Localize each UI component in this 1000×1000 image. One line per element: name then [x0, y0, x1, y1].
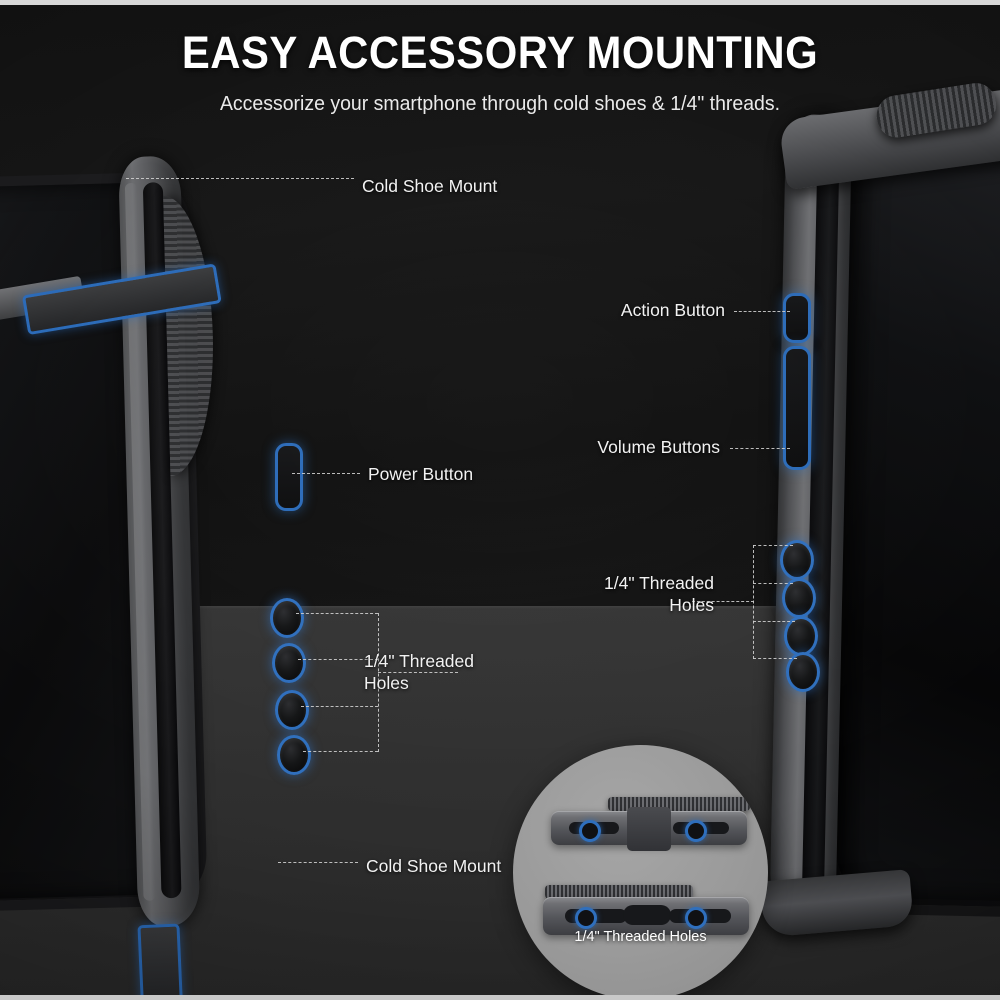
- bracket-right-spine: [753, 545, 754, 659]
- power-button-highlight: [275, 443, 303, 511]
- inset-upper-center-block: [627, 807, 671, 851]
- bracket-left-branch-1: [296, 613, 378, 614]
- threaded-hole-right-4: [786, 652, 820, 692]
- detail-inset-circle: 1/4" Threaded Holes: [513, 745, 768, 1000]
- bracket-right-branch-2: [753, 583, 793, 584]
- action-button-highlight: [783, 293, 811, 343]
- inset-threaded-hole-3: [575, 907, 597, 929]
- label-threaded-holes-left: 1/4" Threaded Holes: [364, 651, 474, 693]
- leader-cold-shoe-top: [126, 178, 354, 179]
- label-power-button: Power Button: [368, 464, 474, 484]
- threaded-hole-left-4: [277, 735, 311, 775]
- label-cold-shoe-mount-bottom: Cold Shoe Mount: [366, 856, 502, 876]
- leader-volume-buttons: [730, 448, 790, 449]
- bracket-left-branch-2: [298, 659, 378, 660]
- threaded-hole-left-2: [272, 643, 306, 683]
- leader-power-button: [292, 473, 360, 474]
- bracket-right-branch-1: [753, 545, 793, 546]
- canvas-top-edge: [0, 0, 1000, 5]
- inset-threaded-hole-1: [579, 820, 601, 842]
- threaded-hole-left-3: [275, 690, 309, 730]
- bracket-left-spine: [378, 613, 379, 752]
- inset-threaded-hole-4: [685, 907, 707, 929]
- inset-caption: 1/4" Threaded Holes: [574, 929, 707, 945]
- page-title: EASY ACCESSORY MOUNTING: [181, 27, 819, 78]
- threaded-hole-right-1: [780, 540, 814, 580]
- label-cold-shoe-mount-top: Cold Shoe Mount: [362, 176, 498, 196]
- leader-cold-shoe-bottom: [278, 862, 358, 863]
- leader-action-button: [734, 311, 790, 312]
- inset-lower-center-port: [623, 905, 671, 925]
- threaded-hole-left-1: [270, 598, 304, 638]
- bracket-left-branch-4: [303, 751, 378, 752]
- bracket-left-branch-3: [301, 706, 378, 707]
- inset-threaded-hole-2: [685, 820, 707, 842]
- bracket-right-branch-3: [753, 621, 795, 622]
- page-subtitle: Accessorize your smartphone through cold…: [219, 92, 781, 115]
- label-threaded-holes-right: 1/4" Threaded Holes: [604, 573, 714, 615]
- label-action-button: Action Button: [620, 300, 725, 320]
- leader-threaded-holes-left: [378, 672, 458, 673]
- volume-buttons-highlight: [783, 346, 811, 470]
- label-volume-buttons: Volume Buttons: [597, 437, 720, 457]
- inset-top-ridge-lower: [545, 885, 693, 899]
- leader-threaded-holes-right: [692, 601, 754, 602]
- canvas-bottom-edge: [0, 995, 1000, 1000]
- bracket-right-branch-4: [753, 658, 797, 659]
